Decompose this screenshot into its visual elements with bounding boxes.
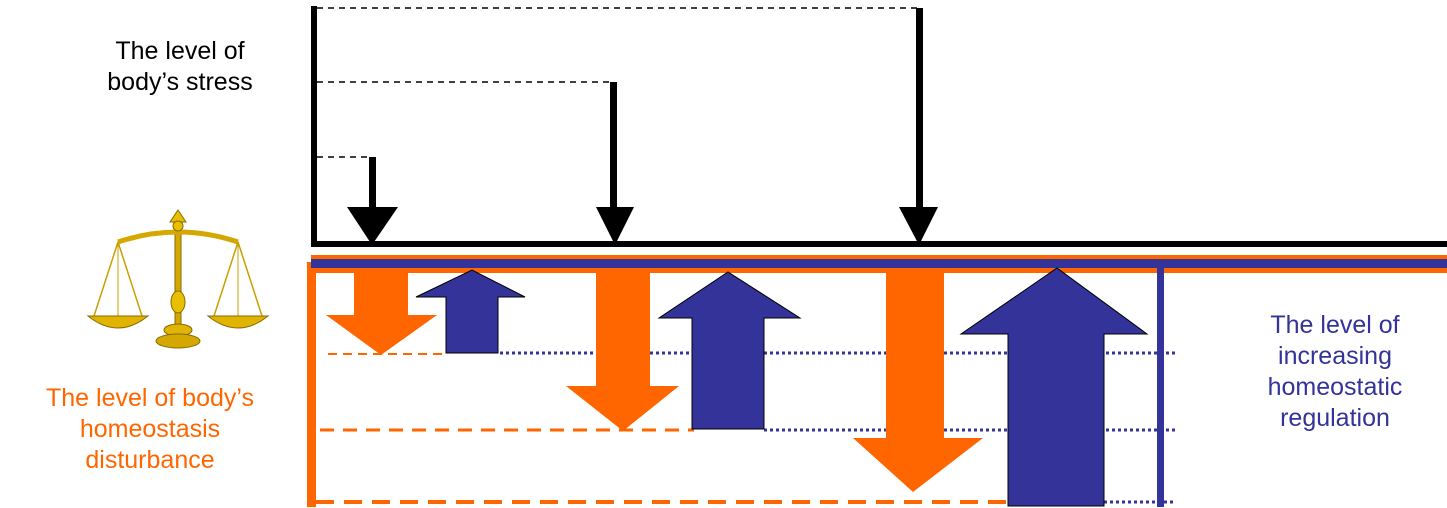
stress-level-label: The level of body’s stress [60, 36, 300, 98]
stress-arrow-medium [596, 82, 634, 245]
regulation-label-line: The level of [1270, 311, 1400, 339]
disturbance-top-border [311, 267, 1447, 273]
disturbance-arrow-high [853, 268, 983, 492]
stress-label-line: The level of [115, 37, 245, 65]
regulation-label-line: increasing [1278, 342, 1392, 370]
regulation-baseline [311, 259, 1447, 268]
regulation-label-line: regulation [1280, 404, 1390, 432]
regulation-arrow-high [959, 267, 1149, 507]
stress-guides [317, 7, 919, 158]
disturbance-levels [316, 353, 1009, 504]
disturbance-frame [307, 255, 1447, 507]
stress-axis [311, 6, 1447, 247]
disturbance-vertical-axis [307, 262, 316, 507]
regulation-level-label: The level of increasing homeostatic regu… [1235, 310, 1435, 434]
regulation-arrow-low [415, 269, 526, 354]
disturbance-label-line: disturbance [85, 446, 215, 474]
disturbance-label-line: The level of body’s [46, 384, 254, 412]
stress-label-line: body’s stress [107, 68, 253, 96]
disturbance-level-label: The level of body’s homeostasis disturba… [0, 383, 300, 476]
regulation-levels [500, 351, 1175, 504]
stress-vertical-axis [311, 6, 317, 245]
regulation-arrow-medium [657, 271, 802, 430]
disturbance-arrow-low [326, 268, 437, 355]
disturbance-arrow-medium [566, 268, 679, 431]
stress-arrow-low [347, 157, 398, 245]
balance-scale-icon [86, 209, 270, 349]
regulation-vertical-axis [1157, 268, 1164, 507]
stress-baseline [311, 241, 1447, 247]
disturbance-baseline [311, 255, 1447, 260]
regulation-label-line: homeostatic [1267, 373, 1403, 401]
stress-arrow-high [899, 8, 938, 245]
disturbance-label-line: homeostasis [79, 415, 221, 443]
